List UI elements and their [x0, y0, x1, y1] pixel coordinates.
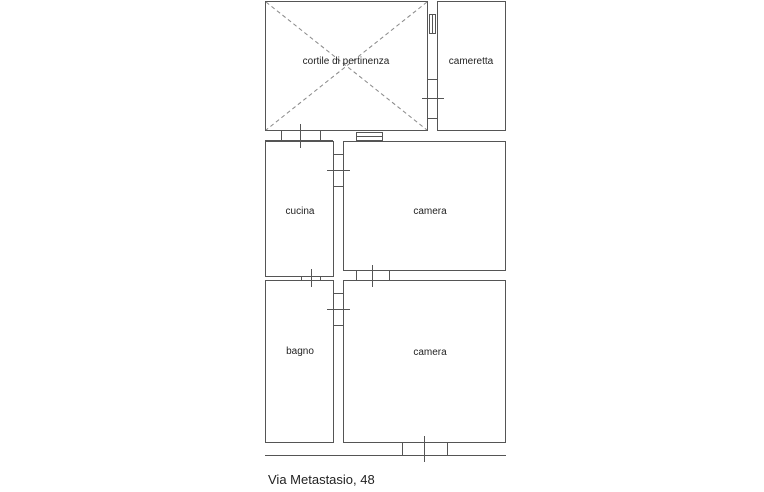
- room-label-cortile: cortile di pertinenza: [303, 56, 390, 67]
- room-label-camera-1: camera: [413, 206, 447, 217]
- room-cortile: cortile di pertinenza: [265, 1, 428, 131]
- room-cucina: cucina: [265, 141, 334, 277]
- room-label-bagno: bagno: [286, 346, 314, 357]
- room-label-camera-2: camera: [413, 347, 447, 358]
- room-label-cucina: cucina: [286, 206, 315, 217]
- room-bagno: bagno: [265, 280, 334, 443]
- room-cameretta: cameretta: [437, 1, 506, 131]
- room-label-cameretta: cameretta: [449, 56, 494, 67]
- room-camera-1: camera: [343, 141, 506, 271]
- room-camera-2: camera: [343, 280, 506, 443]
- address-label: Via Metastasio, 48: [268, 472, 375, 487]
